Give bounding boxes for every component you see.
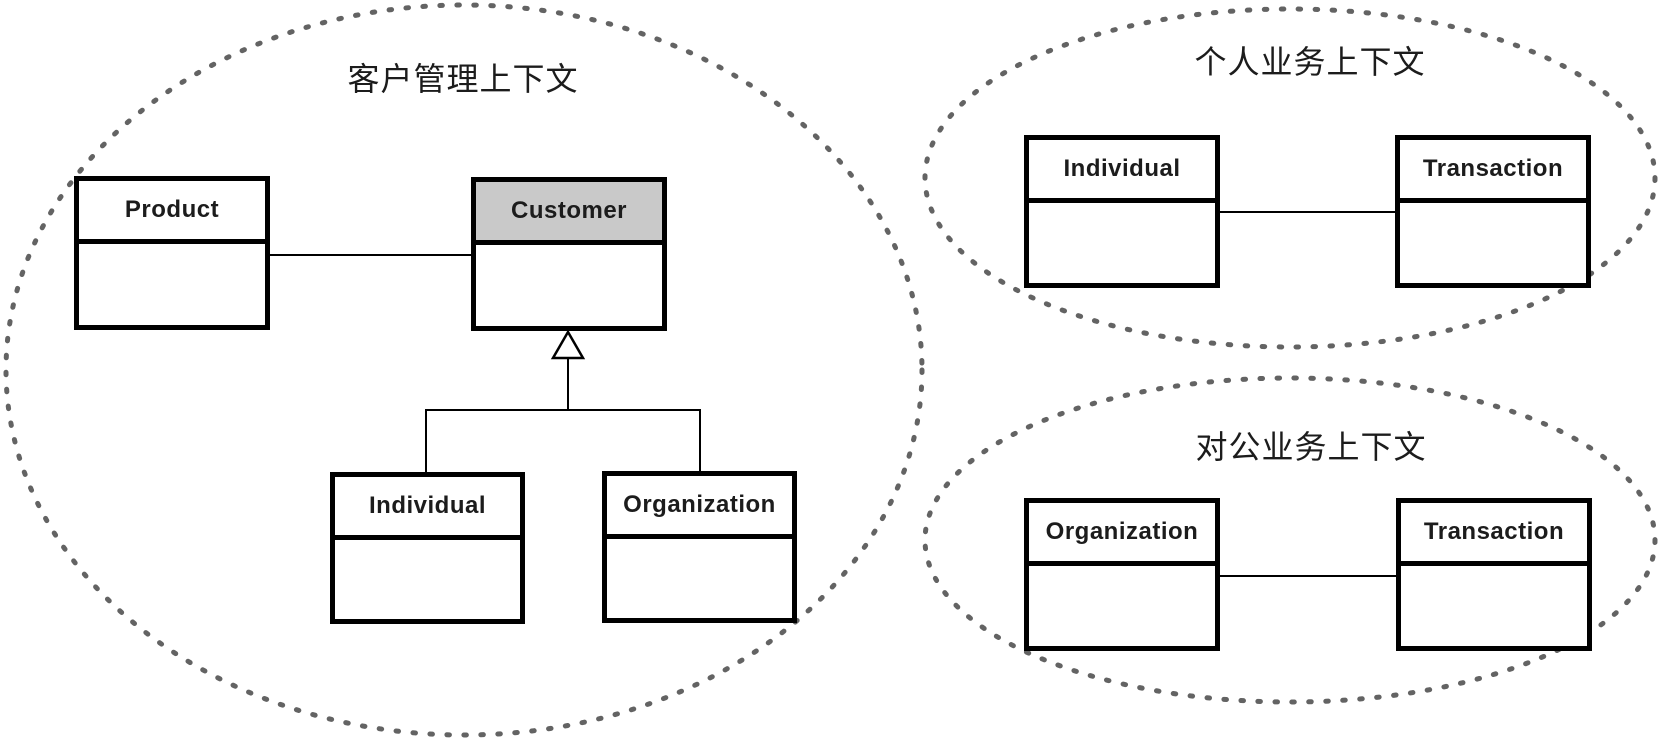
class-box-customer: Customer [471, 177, 667, 331]
class-body-personal-individual [1029, 203, 1215, 283]
class-box-product: Product [74, 176, 270, 330]
class-header-personal-transaction: Transaction [1400, 140, 1586, 203]
context-title-personal-business: 个人业务上下文 [1194, 44, 1426, 80]
context-title-customer-management: 客户管理上下文 [347, 61, 579, 97]
class-header-organization: Organization [607, 476, 792, 539]
class-header-individual: Individual [335, 477, 520, 540]
class-header-personal-individual: Individual [1029, 140, 1215, 203]
class-header-customer: Customer [476, 182, 662, 245]
class-box-organization: Organization [602, 471, 797, 623]
class-name-personal-transaction: Transaction [1422, 155, 1564, 182]
class-header-corporate-organization: Organization [1029, 503, 1215, 566]
class-name-personal-individual: Individual [1063, 155, 1181, 182]
class-name-corporate-organization: Organization [1045, 518, 1199, 545]
class-header-corporate-transaction: Transaction [1401, 503, 1587, 566]
class-header-product: Product [79, 181, 265, 244]
context-title-corporate-business: 对公业务上下文 [1195, 429, 1427, 465]
class-name-customer: Customer [510, 197, 628, 224]
class-box-personal-transaction: Transaction [1395, 135, 1591, 288]
context-boundary-customer-management [3, 2, 925, 738]
generalization-arrow-icon [550, 329, 586, 360]
context-boundary-personal-business [922, 6, 1658, 350]
class-box-individual: Individual [330, 472, 525, 624]
class-name-corporate-transaction: Transaction [1423, 518, 1565, 545]
class-name-individual: Individual [368, 492, 486, 519]
class-name-organization: Organization [623, 491, 776, 518]
class-body-individual [335, 540, 520, 619]
class-body-corporate-organization [1029, 566, 1215, 646]
class-body-customer [476, 245, 662, 326]
class-box-personal-individual: Individual [1024, 135, 1220, 288]
class-box-corporate-organization: Organization [1024, 498, 1220, 651]
context-boundary-corporate-business [922, 375, 1658, 705]
class-body-organization [607, 539, 792, 618]
class-body-product [79, 244, 265, 325]
class-name-product: Product [124, 196, 220, 223]
class-body-corporate-transaction [1401, 566, 1587, 646]
class-body-personal-transaction [1400, 203, 1586, 283]
class-box-corporate-transaction: Transaction [1396, 498, 1592, 651]
